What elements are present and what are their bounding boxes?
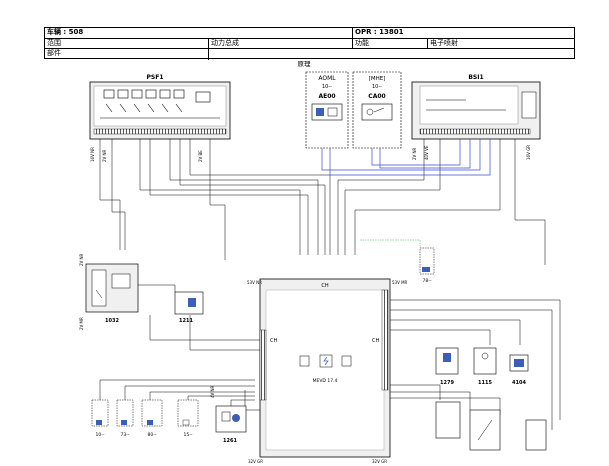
header-table: 车辆 : 508 OPR : 13801 范围 动力总成 功能 电子喷射 部件 bbox=[44, 27, 575, 60]
switch-icon bbox=[366, 108, 374, 116]
ecu-gauge-icon bbox=[341, 355, 352, 367]
svg-text:1279: 1279 bbox=[440, 380, 454, 386]
bsi1-conn-b: 40V VE bbox=[424, 145, 429, 160]
c1032-label: 1032 bbox=[105, 318, 119, 324]
component-1261: 1261 4V NR bbox=[210, 385, 247, 444]
scope-label: 范围 bbox=[45, 38, 209, 48]
component-1279: 1279 bbox=[435, 347, 459, 386]
component-15: 15-- bbox=[177, 399, 199, 438]
svg-text:1115: 1115 bbox=[478, 380, 492, 386]
principle-label: 原理 bbox=[298, 60, 312, 68]
bsi1-title: BSI1 bbox=[468, 74, 483, 81]
bsi1-conn-a: 2V NR bbox=[412, 147, 417, 160]
opr-label: OPR : 13801 bbox=[355, 28, 404, 36]
ecu-conn-br: 32V GR bbox=[372, 459, 387, 464]
psf1-conn-b: 2V NR bbox=[102, 149, 107, 162]
component-80: 80-- bbox=[141, 399, 163, 438]
ecu-label: MEVD 17.4 bbox=[313, 378, 338, 384]
function-label: 功能 bbox=[353, 38, 428, 48]
component-10: 10-- bbox=[91, 399, 109, 438]
aoml-title: AOML bbox=[318, 75, 336, 82]
header-row-3: 部件 bbox=[45, 49, 574, 60]
ecu-conn-bl: 32V GR bbox=[248, 459, 263, 464]
svg-text:4104: 4104 bbox=[512, 380, 526, 386]
component-73: 73-- bbox=[116, 399, 134, 438]
ecu-box: CH CH CH MEVD 17.4 53V NR 53V MR 32V GR … bbox=[247, 278, 408, 464]
aoml-box: AOML 10-- AE00 bbox=[305, 71, 349, 149]
psf1-title: PSF1 bbox=[147, 74, 164, 81]
block2-box: [MHE] 10-- CA00 bbox=[352, 71, 402, 149]
block2-title: [MHE] bbox=[369, 76, 386, 82]
part-label: 部件 bbox=[45, 49, 209, 60]
ecu-ch-right: CH bbox=[372, 338, 379, 344]
component-4104: 4104 bbox=[509, 354, 529, 386]
bsi1-conn-c: 16V GR bbox=[526, 145, 531, 160]
bsi1-box: BSI1 bbox=[411, 74, 541, 140]
psf1-conn-c: 2V BE bbox=[198, 150, 203, 162]
scope-value: 动力总成 bbox=[209, 38, 353, 48]
svg-text:80--: 80-- bbox=[148, 432, 157, 438]
component-78: 78-- bbox=[419, 247, 435, 284]
svg-text:1261: 1261 bbox=[223, 438, 237, 444]
ecu-conn-right: 53V MR bbox=[392, 280, 408, 285]
ecu-chip-icon bbox=[299, 355, 310, 367]
component-1211: 1211 bbox=[174, 291, 204, 324]
block2-id: CA00 bbox=[368, 93, 385, 100]
function-value: 电子喷射 bbox=[430, 38, 458, 47]
component-1115: 1115 bbox=[473, 347, 497, 386]
header-row-1: 车辆 : 508 OPR : 13801 bbox=[45, 28, 574, 39]
vehicle-label: 车辆 : 508 bbox=[47, 28, 84, 36]
aoml-sub: 10-- bbox=[322, 84, 332, 90]
svg-text:2V MR: 2V MR bbox=[79, 317, 84, 330]
psf1-conn-a: 16V NR bbox=[90, 147, 95, 162]
aoml-id: AE00 bbox=[318, 93, 335, 100]
top-wires bbox=[99, 139, 546, 265]
ecu-ch-left: CH bbox=[270, 338, 277, 344]
component-1032: 1032 2V NR 2V MR bbox=[79, 253, 139, 330]
svg-text:73--: 73-- bbox=[121, 432, 130, 438]
can-bus-wires bbox=[321, 139, 491, 176]
svg-text:4V NR: 4V NR bbox=[210, 385, 215, 398]
c1211-label: 1211 bbox=[179, 318, 193, 324]
svg-text:10--: 10-- bbox=[96, 432, 105, 438]
svg-text:2V NR: 2V NR bbox=[79, 253, 84, 266]
block2-sub: 10-- bbox=[372, 84, 382, 90]
psf1-box: PSF1 bbox=[89, 74, 231, 140]
c78-label: 78-- bbox=[423, 278, 432, 284]
ecu-ch-top: CH bbox=[321, 283, 328, 289]
svg-text:15--: 15-- bbox=[184, 432, 193, 438]
ecu-conn-nr: 53V NR bbox=[247, 280, 262, 285]
header-row-2: 范围 动力总成 功能 电子喷射 bbox=[45, 38, 574, 49]
aoml-chip-icon bbox=[316, 108, 324, 116]
